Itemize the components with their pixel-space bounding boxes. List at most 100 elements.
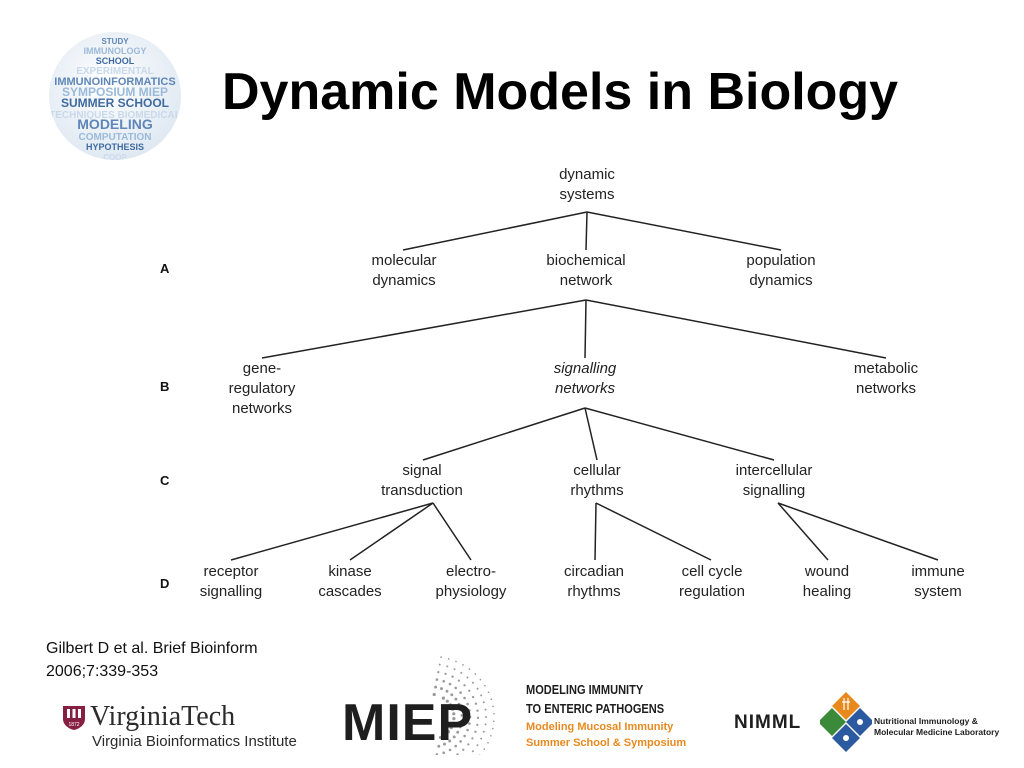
miep-dot — [448, 682, 452, 686]
node-dynamic-systems: dynamic systems — [559, 165, 615, 205]
miep-wordmark: MIEP — [342, 694, 474, 752]
miep-dot — [474, 673, 477, 675]
miep-dot — [476, 716, 480, 719]
node-line: regulatory — [228, 380, 296, 397]
miep-dot — [454, 686, 457, 690]
miep-dot — [493, 712, 495, 715]
miep-dot — [476, 723, 479, 727]
miep-line-3: Modeling Mucosal Immunity — [526, 721, 674, 733]
miep-dot — [457, 702, 461, 706]
miep-dot — [490, 698, 493, 701]
citation: Gilbert D et al. Brief Bioinform 2006;7:… — [46, 637, 258, 683]
miep-dot — [443, 742, 446, 746]
node-metabolic-networks: metabolic networks — [854, 359, 918, 399]
miep-dot — [463, 684, 466, 687]
node-line: network — [559, 272, 613, 289]
level-label-b: B — [160, 379, 170, 394]
node-biochemical-network: biochemical network — [546, 251, 625, 291]
miep-dot — [451, 707, 455, 711]
miep-dot — [451, 675, 454, 678]
globe-word: COOP — [103, 153, 127, 162]
miep-dot — [454, 697, 458, 701]
miep-dot — [487, 741, 489, 744]
node-line: system — [914, 583, 962, 600]
miep-dot — [452, 735, 456, 739]
miep-dot — [440, 656, 442, 658]
miep-dot — [455, 660, 457, 663]
node-line: electro- — [445, 563, 497, 580]
citation-line: Gilbert D et al. Brief Bioinform — [46, 640, 258, 657]
node-line: networks — [231, 400, 293, 417]
miep-dot — [442, 680, 445, 683]
vt-shield-year: 1872 — [68, 722, 79, 728]
miep-dot — [460, 719, 464, 723]
node-electro-physiology: electro- physiology — [436, 562, 507, 602]
miep-dot — [434, 685, 438, 689]
tree-edges — [230, 211, 939, 561]
miep-dot — [482, 701, 485, 704]
globe-word: IMMUNOLOGY — [84, 46, 147, 56]
miep-dot — [437, 744, 441, 748]
node-line: physiology — [435, 583, 507, 600]
nimml-wordmark: NIMML — [734, 712, 802, 733]
miep-dot — [466, 702, 469, 706]
nimml-subtitle-1: Nutritional Immunology & — [874, 716, 978, 726]
miep-dot — [456, 753, 459, 755]
slide-title: Dynamic Models in Biology — [222, 63, 899, 121]
miep-dot — [459, 740, 462, 743]
miep-dot — [446, 665, 449, 668]
miep-dot — [476, 687, 479, 690]
globe-word: SYMPOSIUM MIEP — [62, 85, 168, 99]
node-line: population — [746, 252, 816, 269]
miep-dot — [454, 744, 457, 748]
miep-dot — [474, 702, 478, 705]
node-intercellular-signalling: intercellular signalling — [736, 461, 813, 501]
edge-biochemical-signalling — [584, 299, 587, 359]
miep-dot — [483, 748, 486, 751]
miep-line-4: Summer School & Symposium — [526, 737, 687, 749]
miep-dot — [492, 705, 494, 708]
miep-logo: MIEP MODELING IMMUNITY TO ENTERIC PATHOG… — [340, 655, 720, 755]
miep-dot — [443, 733, 447, 737]
miep-dot — [479, 678, 482, 681]
miep-dot — [450, 693, 454, 697]
miep-dot — [484, 684, 486, 687]
node-line: wound — [804, 563, 850, 580]
edge-root-molecular — [402, 211, 588, 251]
node-line: receptor — [203, 563, 259, 580]
node-line: circadian — [563, 563, 625, 580]
edge-signalling-intercellular — [584, 407, 775, 461]
miep-dot — [438, 735, 443, 740]
miep-dot — [471, 737, 474, 740]
node-molecular-dynamics: molecular dynamics — [371, 251, 436, 291]
virginia-tech-name: VirginiaTech — [90, 701, 236, 732]
globe-word: STUDY — [101, 37, 129, 46]
miep-dot — [457, 679, 461, 682]
edge-intercellular-wound — [777, 502, 829, 561]
level-label-c: C — [160, 473, 170, 488]
miep-dot — [452, 712, 456, 716]
globe-word: TECHNIQUES BIOMEDICAL — [49, 110, 181, 121]
miep-dot — [460, 671, 463, 674]
edge-signalling-rhythms — [584, 407, 598, 461]
miep-dot — [463, 734, 466, 738]
miep-dot — [448, 739, 452, 743]
miep-dot — [468, 689, 471, 692]
level-label-a: A — [160, 261, 170, 276]
node-line: networks — [554, 380, 616, 397]
node-line: signalling — [742, 482, 806, 499]
miep-dot — [437, 670, 440, 674]
edge-biochemical-metabolic — [585, 299, 887, 359]
miep-line-2: TO ENTERIC PATHOGENS — [526, 701, 665, 716]
edge-root-population — [586, 211, 782, 251]
virginia-tech-logo: 1872 VirginiaTech Virginia Bioinformatic… — [60, 701, 320, 757]
miep-dot — [492, 720, 495, 723]
node-line: intercellular — [735, 462, 813, 479]
level-label-d: D — [160, 576, 170, 591]
miep-dot-arc-icon — [432, 656, 495, 755]
node-line: regulation — [679, 583, 745, 600]
miep-dot — [462, 664, 464, 666]
node-line: cellular — [573, 462, 621, 479]
miep-dot — [451, 721, 455, 725]
node-line: molecular — [371, 252, 437, 269]
